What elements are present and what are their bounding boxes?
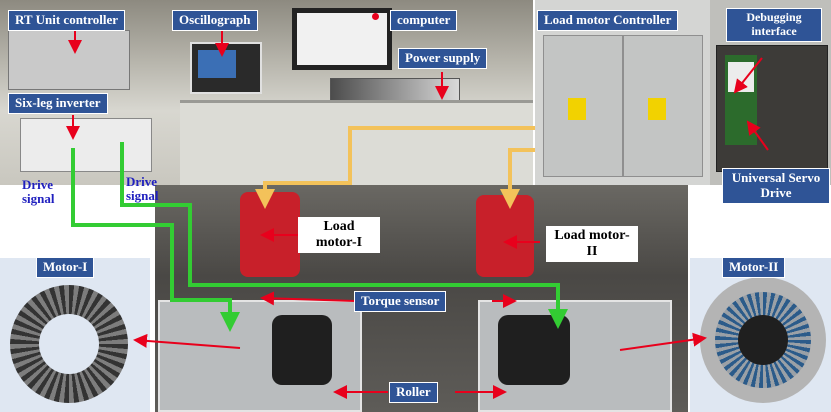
drive-signal-label-1: Drive signal xyxy=(22,177,55,206)
torque-sensor-label: Torque sensor xyxy=(354,291,447,312)
drive-signal-line-2 xyxy=(120,142,568,329)
oscillograph-label: Oscillograph xyxy=(172,10,258,31)
roller-label: Roller xyxy=(389,382,438,403)
computer-bullet-icon xyxy=(372,13,379,20)
six-leg-inverter-label: Six-leg inverter xyxy=(8,93,108,114)
rt-unit-controller-label: RT Unit controller xyxy=(8,10,126,31)
warning-sign-right xyxy=(648,98,666,120)
left-tire xyxy=(272,315,332,385)
motor-ii-label: Motor-II xyxy=(722,257,786,278)
pointer-torque-sensor-left xyxy=(260,291,356,306)
warning-sign-left xyxy=(568,98,586,120)
power-line-to-load-motor-i xyxy=(255,126,535,209)
drive-signal-label-2: Drive signal xyxy=(126,174,159,203)
desk xyxy=(180,100,533,188)
motor-i-label: Motor-I xyxy=(36,257,95,278)
computer-label: computer xyxy=(390,10,458,31)
pointer-debugging xyxy=(733,57,763,94)
pointer-motor-i xyxy=(133,333,241,349)
load-motor-ii-label: Load motor-II xyxy=(546,226,638,263)
universal-servo-drive-label: Universal Servo Drive xyxy=(722,168,830,204)
power-line-to-load-motor-ii xyxy=(500,148,535,209)
drive-signal-line-1 xyxy=(71,148,240,332)
power-supply-label: Power supply xyxy=(398,48,488,69)
load-motor-controller-label: Load motor Controller xyxy=(537,10,679,31)
load-motor-i-label: Load motor-I xyxy=(298,217,380,254)
debugging-interface-label: Debugging interface xyxy=(726,8,822,42)
motor-ii-bore xyxy=(738,315,788,365)
six-leg-inverter-device xyxy=(20,118,152,172)
pointer-universal xyxy=(746,120,769,151)
pointer-motor-ii xyxy=(619,332,707,351)
motor-i-stator-bore xyxy=(39,314,99,374)
